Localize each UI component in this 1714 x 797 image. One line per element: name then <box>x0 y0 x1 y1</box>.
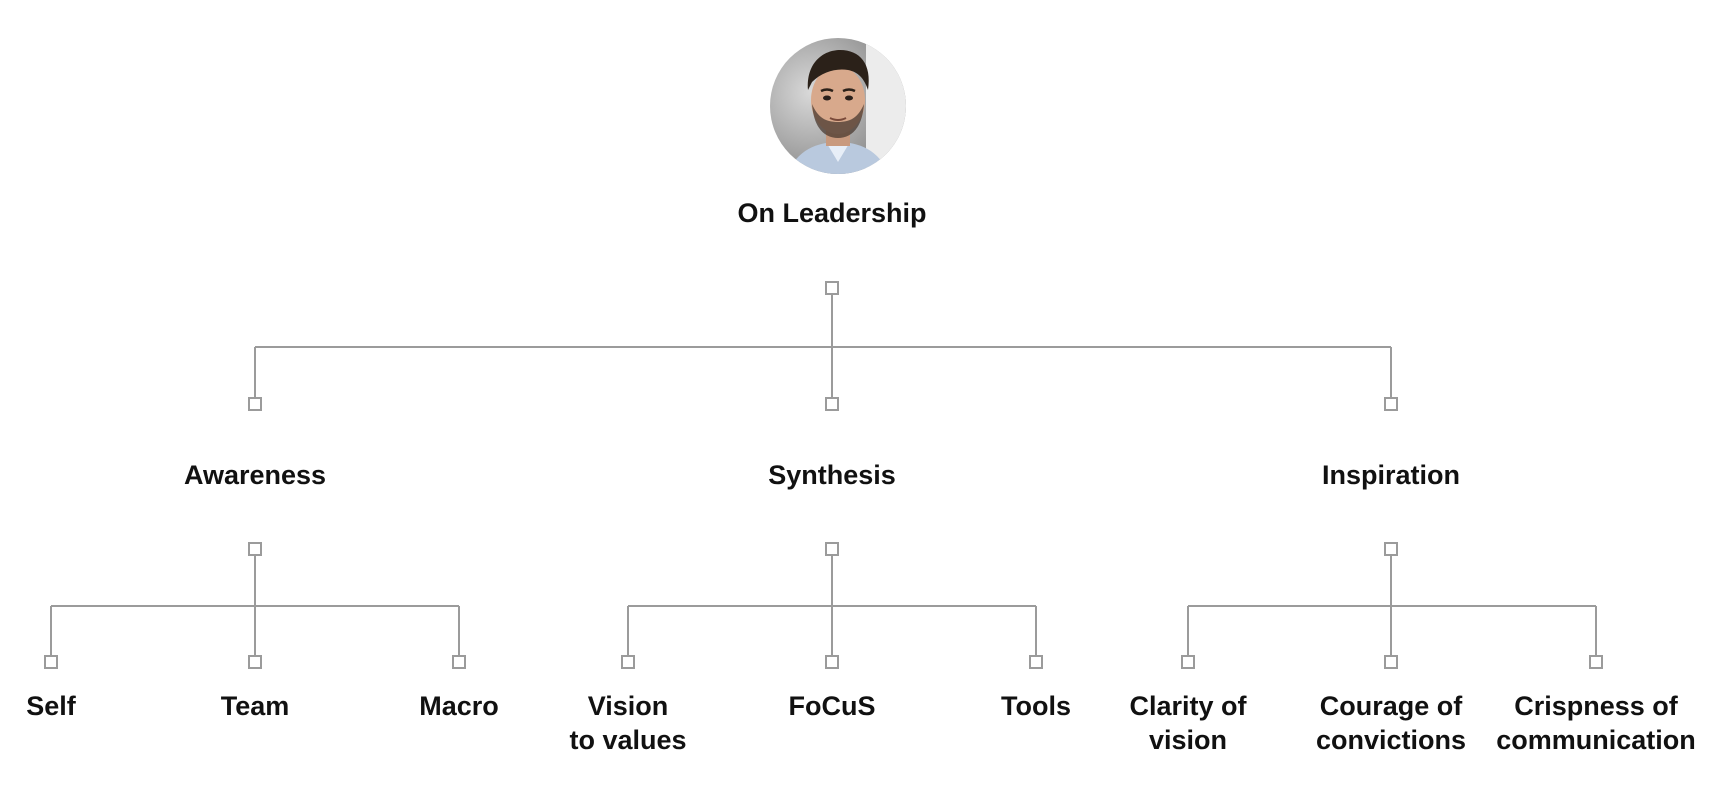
node-box-vision <box>621 655 635 669</box>
leaf-line: Vision <box>587 691 669 721</box>
node-box-synthesis-bottom <box>825 542 839 556</box>
leaf-line: to values <box>569 725 687 755</box>
node-box-tools <box>1029 655 1043 669</box>
root-title: On Leadership <box>737 198 927 228</box>
leaf-line: Clarity of <box>1129 691 1247 721</box>
node-box-inspiration-top <box>1384 397 1398 411</box>
node-box-macro <box>452 655 466 669</box>
leaf-tools: Tools <box>1001 689 1071 723</box>
leaf-line: Tools <box>1001 691 1071 721</box>
leaf-courage-of-convictions: Courage of convictions <box>1316 689 1466 757</box>
node-box-courage <box>1384 655 1398 669</box>
node-box-team <box>248 655 262 669</box>
leaf-vision-to-values: Vision to values <box>569 689 686 757</box>
leaf-line: Macro <box>419 691 499 721</box>
leaf-self: Self <box>26 689 76 723</box>
leaf-line: communication <box>1496 725 1696 755</box>
leaf-line: vision <box>1148 725 1228 755</box>
leaf-team: Team <box>221 689 290 723</box>
leaf-line: Self <box>26 691 76 721</box>
node-box-self <box>44 655 58 669</box>
node-box-awareness-top <box>248 397 262 411</box>
branch-title-synthesis: Synthesis <box>768 460 896 490</box>
branch-title-inspiration: Inspiration <box>1321 460 1461 490</box>
leaf-line: Team <box>220 691 290 721</box>
node-box-clarity <box>1181 655 1195 669</box>
leaf-line: convictions <box>1315 725 1467 755</box>
node-box-synthesis-top <box>825 397 839 411</box>
leaf-line: FoCuS <box>788 691 876 721</box>
leaf-crispness-of-communication: Crispness of communication <box>1496 689 1696 757</box>
node-box-root <box>825 281 839 295</box>
leaf-clarity-of-vision: Clarity of vision <box>1129 689 1246 757</box>
leaf-line: Courage of <box>1319 691 1463 721</box>
leaf-macro: Macro <box>419 689 499 723</box>
leaf-focus: FoCuS <box>789 689 876 723</box>
leaf-line: Crispness of <box>1514 691 1678 721</box>
node-box-inspiration-bottom <box>1384 542 1398 556</box>
branch-title-awareness: Awareness <box>183 460 327 490</box>
node-box-focus <box>825 655 839 669</box>
node-box-crispness <box>1589 655 1603 669</box>
node-box-awareness-bottom <box>248 542 262 556</box>
